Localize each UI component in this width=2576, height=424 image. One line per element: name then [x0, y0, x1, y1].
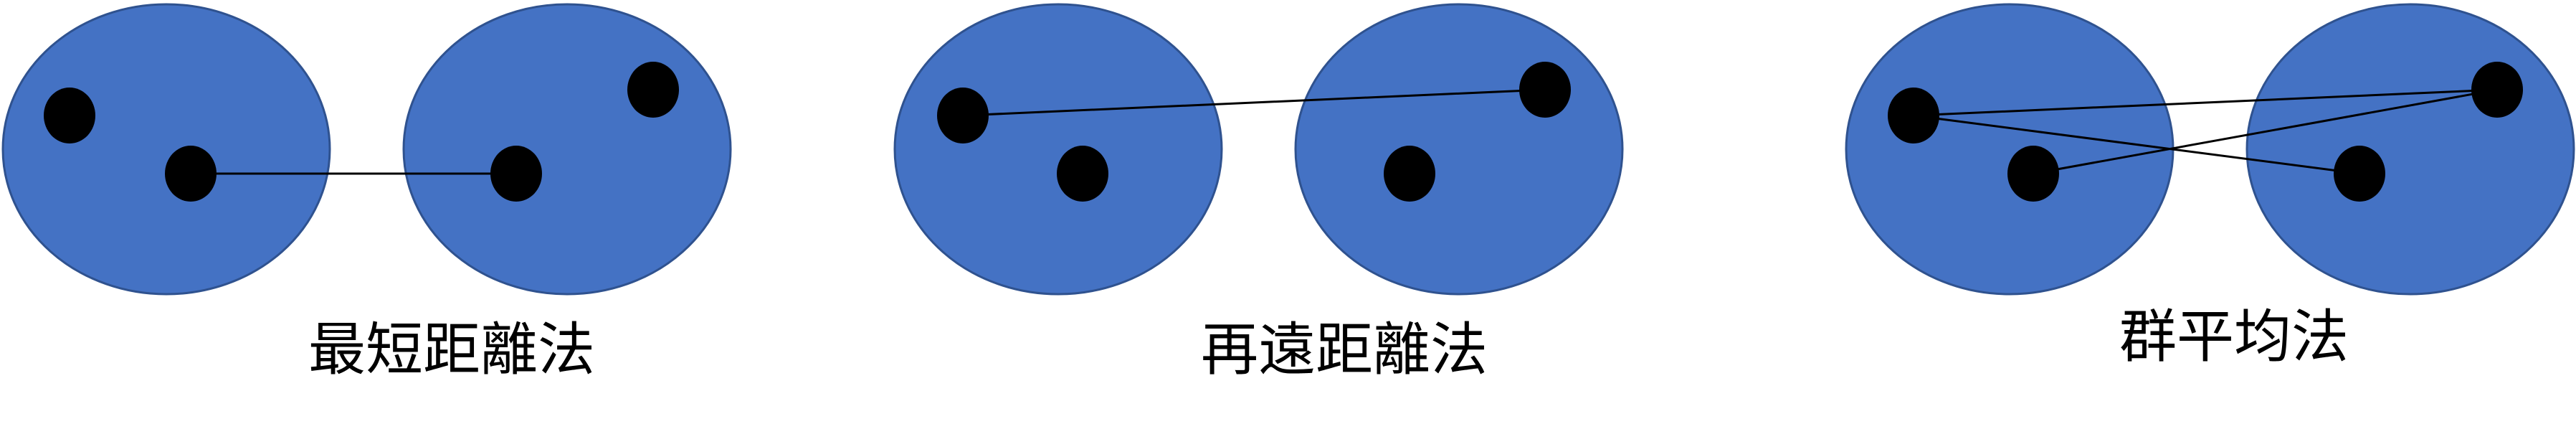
data-point [490, 146, 542, 202]
label-single-linkage: 最短距離法 [308, 316, 595, 383]
linkage-line [2033, 88, 2498, 175]
data-point [2007, 146, 2059, 202]
cluster-right [2245, 3, 2575, 296]
data-point [1519, 62, 1571, 118]
cluster-left [893, 3, 1223, 296]
cluster-right [402, 3, 732, 296]
linkage-line [1913, 114, 2360, 175]
data-point [165, 146, 217, 202]
label-group-average: 群平均法 [2119, 303, 2349, 370]
data-point [2471, 62, 2523, 118]
linkage-line [1913, 88, 2498, 117]
cluster-left [1, 3, 331, 296]
data-point [1384, 146, 1435, 202]
label-complete-linkage: 再遠距離法 [1201, 316, 1488, 383]
panel-complete-linkage [893, 3, 1624, 296]
panel-single-linkage [1, 3, 732, 296]
panel-group-average [1845, 3, 2575, 296]
data-point [2334, 146, 2385, 202]
cluster-left [1845, 3, 2175, 296]
data-point [44, 88, 95, 143]
data-point [1057, 146, 1108, 202]
data-point [627, 62, 679, 118]
data-point [937, 88, 989, 143]
data-point [1888, 88, 1939, 143]
linkage-line [962, 88, 1546, 117]
cluster-right [1294, 3, 1624, 296]
